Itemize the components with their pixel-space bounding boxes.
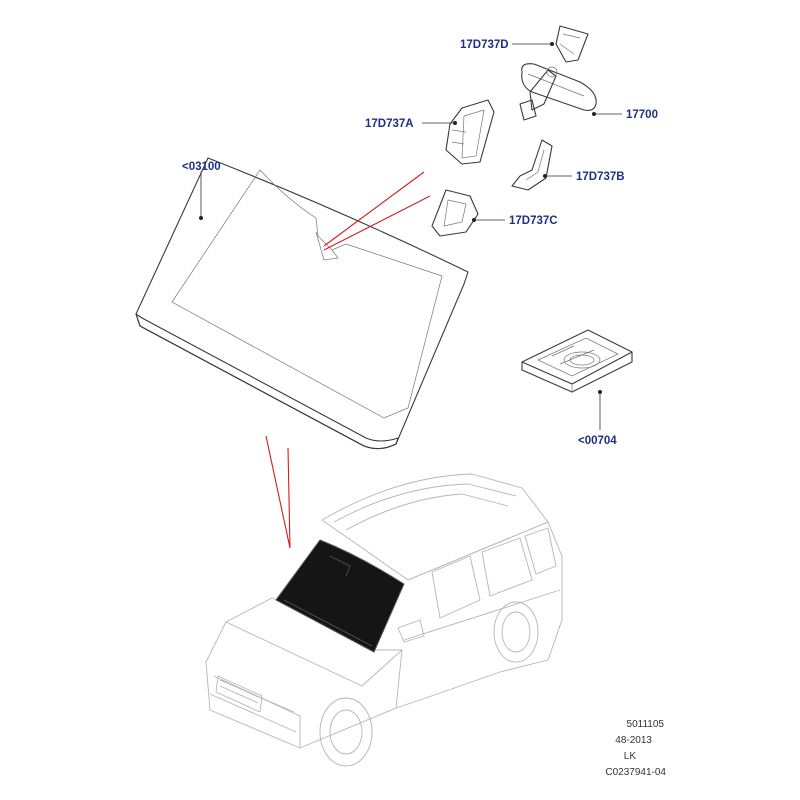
leader-dot-00704 (598, 390, 602, 394)
callout-17d737c: 17D737C (509, 215, 558, 227)
footer-line-1: 5011105 (627, 719, 665, 730)
callout-17d737b: 17D737B (576, 171, 625, 183)
callout-17700: 17700 (626, 109, 658, 121)
leader-dot-17d737c (472, 218, 476, 222)
windshield-part (135, 157, 469, 450)
mirror-cover-part (555, 25, 589, 63)
indicator-line-2 (323, 195, 431, 251)
footer-line-2: 48-2013 (615, 735, 652, 746)
callout-17d737a: 17D737A (365, 118, 414, 130)
leader-dot-17700 (592, 112, 596, 116)
highlighted-windshield (275, 539, 405, 653)
leader-dot-17d737a (453, 121, 457, 125)
rear-view-mirror-part (519, 63, 597, 121)
footer-line-4: C0237941-04 (605, 767, 666, 778)
leader-dot-17d737b (543, 174, 547, 178)
bracket-cover-part (431, 189, 479, 237)
leader-dot-03100 (199, 216, 203, 220)
repair-kit-part (521, 329, 633, 393)
sensor-cover-part (445, 99, 495, 165)
callout-03100: <03100 (182, 161, 221, 173)
leader-dot-17d737d (550, 42, 554, 46)
indicator-line-1 (323, 171, 425, 247)
indicator-line-3 (265, 435, 291, 549)
footer-line-3: LK (624, 751, 637, 762)
vehicle-outline (205, 473, 563, 767)
trim-cover-part (511, 139, 553, 191)
callout-00704: <00704 (578, 435, 617, 447)
callout-17d737d: 17D737D (460, 39, 509, 51)
indicator-line-4 (287, 447, 291, 549)
